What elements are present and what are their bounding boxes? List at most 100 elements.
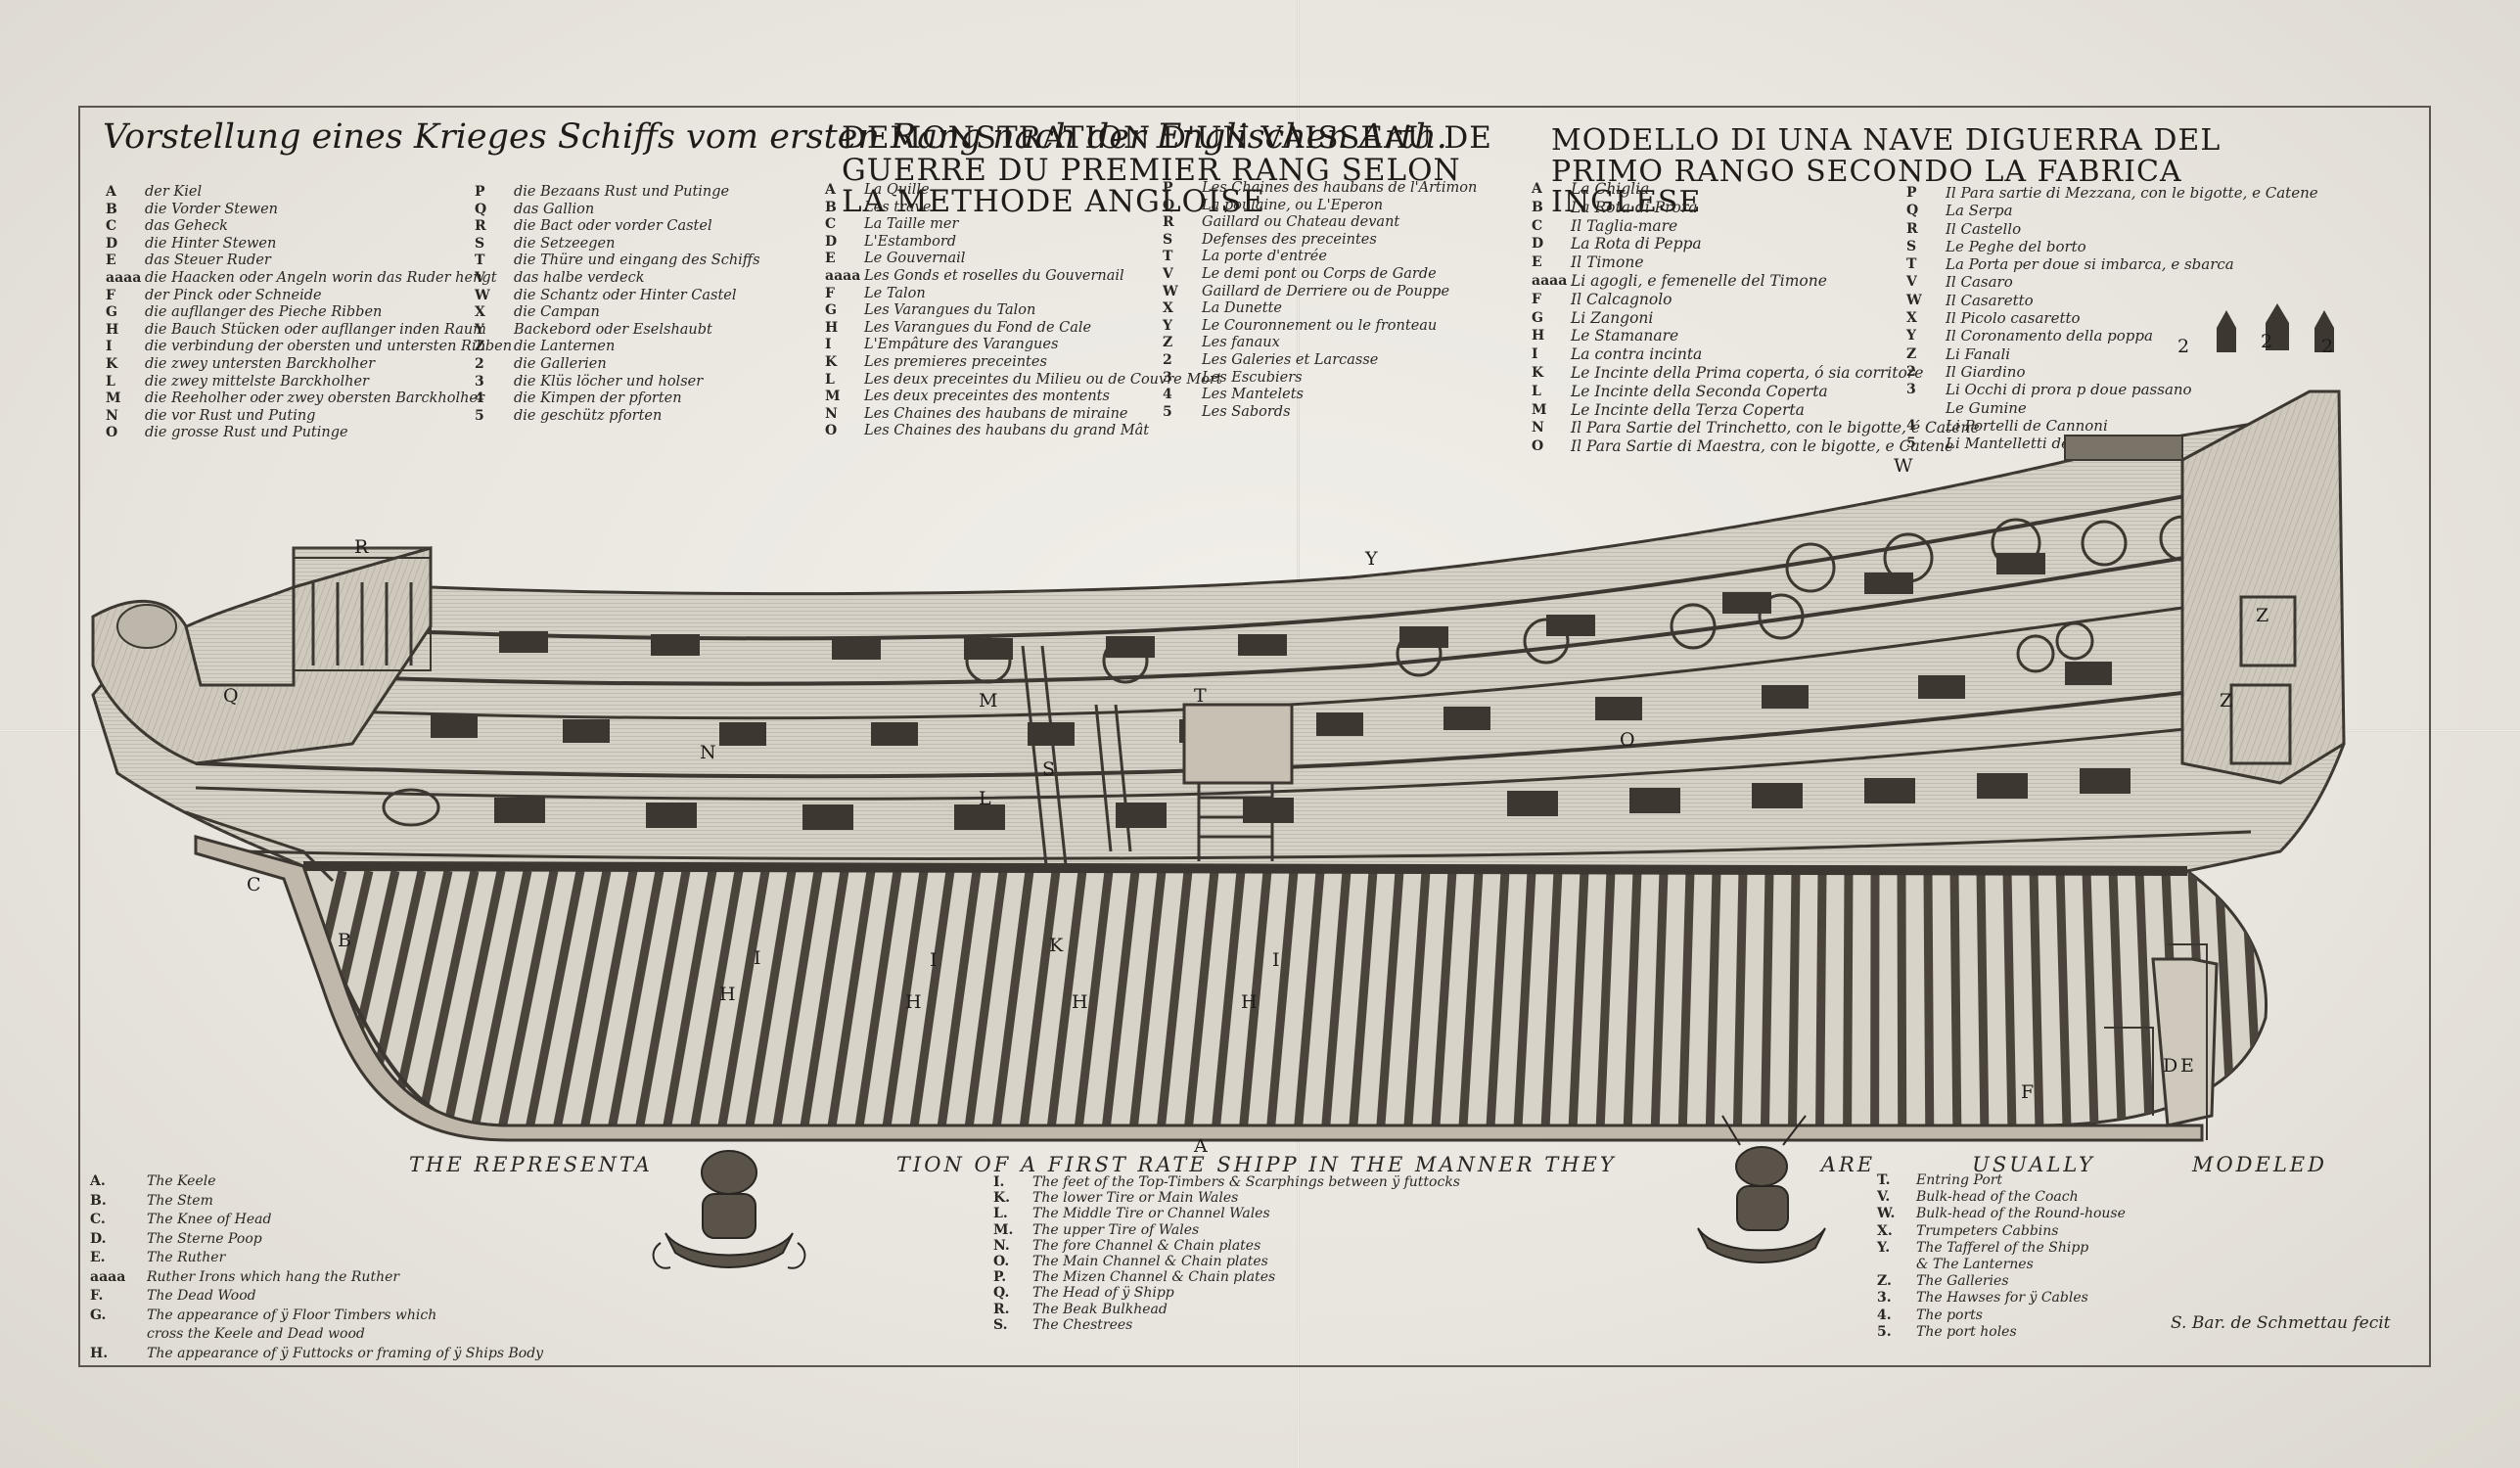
legend-entry: M. The upper Tire of Wales [993,1222,1460,1238]
legend-entry: & The Lanternes [1877,1257,2126,1273]
legend-text: das Gallion [514,201,595,217]
legend-text: die Bezaans Rust und Putinge [514,184,730,200]
legend-entry: N.The fore Channel & Chain plates [993,1238,1460,1254]
legend-entry: Z.The Galleries [1877,1273,2126,1290]
legend-text: Il Calcagnolo [1571,290,1672,308]
legend-text: Gaillard ou Chateau devant [1202,214,1400,231]
hull-frame-rib [1787,870,1801,1125]
legend-key: I [106,339,113,355]
legend-entry: E Il Timone [1532,253,1980,272]
legend-entry: O.The Main Channel & Chain plates [993,1254,1460,1269]
legend-text: das Geheck [145,218,228,235]
legend-key: R [1163,214,1174,231]
legend-text: Les Varangues du Fond de Cale [864,319,1092,336]
legend-text: die aufllanger des Pieche Ribben [145,304,383,321]
legend-entry: I.The feet of the Top-Timbers & Scarphin… [993,1174,1460,1190]
engraver-signature: S. Bar. de Schmettau fecit [2171,1313,2391,1333]
legend-text: Les Escubiers [1202,369,1303,386]
hull-frame-rib [2055,870,2072,1125]
hull-frame-rib [1018,870,1061,1125]
hull-frame-rib [1293,870,1325,1125]
hull-frame-rib [963,870,1008,1125]
title-german: Vorstellung eines Krieges Schiffs vom er… [103,117,1447,157]
legend-text: Li Fanali [1946,344,2011,363]
legend-text: Il Coronamento della poppa [1946,327,2153,345]
legend-text: Le Gouvernail [864,251,966,267]
legend-entry: 5.The port holes [1877,1324,2126,1341]
legend-key: M. [993,1221,1014,1238]
legend-entry: A.The Keele [90,1172,543,1192]
plate-border [78,106,2431,1367]
hull-frame-rib [496,870,559,1125]
legend-text: Les Chaines des haubans du grand Mât [864,423,1150,439]
ship-label-e: E [2180,1055,2194,1077]
legend-key: 3 [1163,369,1172,386]
legend-text: The upper Tire of Wales [1032,1221,1200,1238]
legend-text: cross the Keele and Dead wood [147,1326,365,1342]
legend-key: A [106,184,116,200]
legend-key: 2 [1906,363,1916,380]
legend-key: H [825,319,839,336]
legend-entry: Q.The Head of ÿ Shipp [993,1285,1460,1301]
legend-text: Ruther Irons which hang the Ruther [147,1268,400,1285]
legend-entry: R Gaillard ou Chateau devant [1163,214,1477,232]
legend-text: Il Para Sartie del Trinchetto, con le bi… [1571,419,1980,437]
ship-label-f: F [2021,1081,2035,1103]
hull-frame-rib [908,870,955,1125]
legend-key: N [1532,420,1544,436]
hull-frame-rib [688,870,744,1125]
legend-entry: V.Bulk-head of the Coach [1877,1189,2126,1206]
legend-text: die Klüs löcher und holser [514,373,704,390]
legend-text: Les Varangues du Talon [864,302,1036,319]
hull-frame-rib [1949,870,1962,1125]
legend-key: T [475,252,485,269]
legend-text: Le Couronnement ou le fronteau [1202,317,1438,334]
legend-text: Il Casaro [1946,273,2013,292]
ship-label-2c: 2 [2321,336,2334,357]
legend-text: Il Timone [1571,253,1644,272]
hull-frame-rib [1375,870,1404,1125]
hull-frame-rib [770,870,823,1125]
triton-left-icon [652,1150,806,1269]
legend-key: E [825,251,836,267]
legend-key: G [106,304,117,321]
legend-key: 3 [1906,382,1916,398]
ship-label-i2: I [930,949,938,971]
legend-key: E [1532,254,1542,271]
legend-key: Z [1163,335,1173,351]
legend-text: Le Peghe del borto [1946,237,2086,255]
legend-text: die vor Rust und Puting [145,407,316,424]
hull-frame-rib [1128,870,1167,1125]
legend-entry: H Les Varangues du Fond de Cale [825,320,1222,338]
legend-key: aaaa [1532,272,1568,289]
legend-text: die zwey untersten Barckholher [145,355,376,372]
legend-text: die grosse Rust und Putinge [145,425,348,441]
legend-key: O. [993,1254,1010,1270]
legend-text: La Taille mer [864,216,959,233]
ship-label-y: Y [1365,548,1378,570]
hull-frame-rib [633,870,691,1125]
legend-key: 5. [1877,1323,1892,1340]
